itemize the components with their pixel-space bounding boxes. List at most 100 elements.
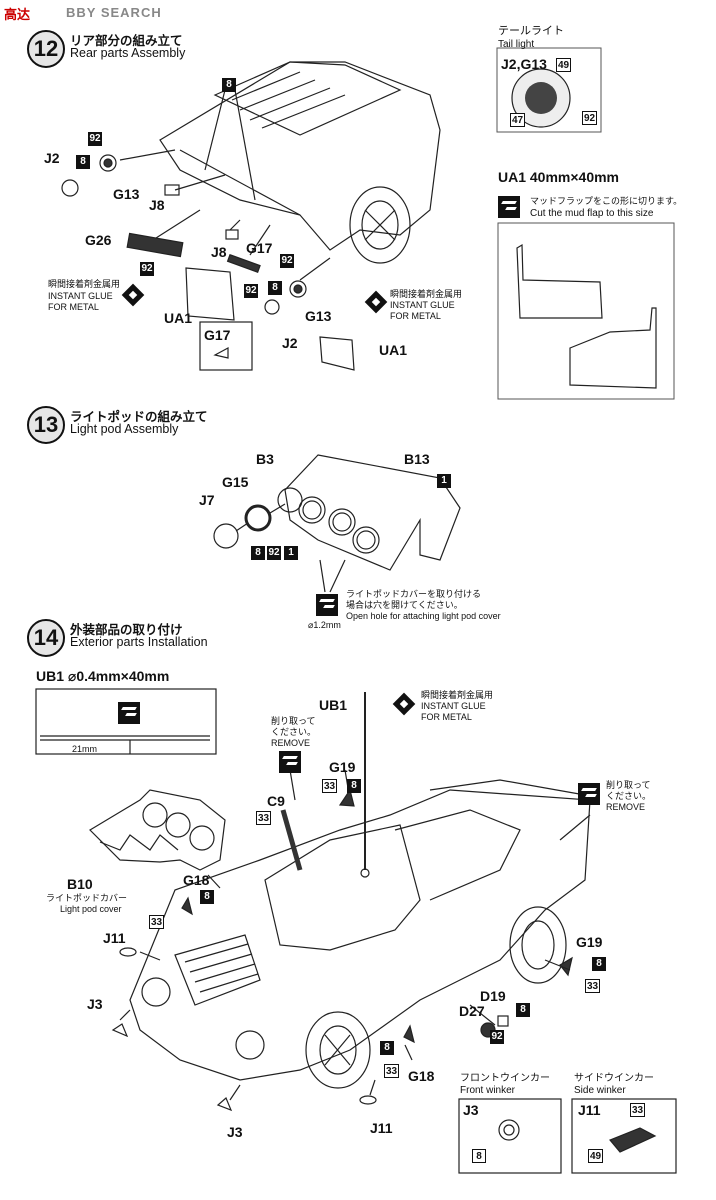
label-j8-b: J8	[211, 244, 227, 260]
paint-8-g19-b: 8	[592, 957, 606, 971]
drill-icon	[316, 594, 338, 616]
step-13-number: 13	[27, 406, 65, 444]
part-j3-a	[111, 1023, 129, 1038]
ua1-note-jp: マッドフラップをこの形に切ります。	[530, 196, 683, 206]
paint-33-g19-a: 33	[322, 779, 338, 793]
headlight-left	[141, 977, 171, 1007]
site-logo: 高达	[4, 7, 31, 22]
side-winker-en: Side winker	[574, 1085, 626, 1096]
tail-light-j2-a	[99, 154, 117, 172]
label-g18-b: G18	[408, 1068, 435, 1084]
remove-note-a-jp1: 削り取って	[271, 716, 316, 726]
remove-note-a-jp2: ください。	[271, 727, 317, 737]
part-j3-b	[216, 1096, 233, 1112]
tail-light-title-en: Tail light	[498, 39, 535, 50]
knife-icon-ua1	[498, 196, 520, 218]
part-g15-ring	[244, 504, 272, 532]
b10-jp: ライトポッドカバー	[46, 893, 128, 903]
remove-note-b-jp2: ください。	[606, 791, 652, 801]
lens-j2-a	[61, 179, 79, 197]
mud-flap-template-1	[516, 243, 603, 319]
label-g19-b: G19	[576, 934, 603, 950]
step-12-title-en: Rear parts Assembly	[70, 46, 186, 60]
label-ua1-b: UA1	[379, 342, 408, 358]
knife-icon-ub1	[118, 702, 140, 724]
tail-light-title-jp: テールライト	[498, 25, 564, 37]
tail-paint-92: 92	[582, 111, 598, 125]
side-winker-paint-33: 33	[630, 1103, 646, 1117]
paint-8-c: 8	[251, 546, 265, 560]
paint-1-a: 1	[437, 474, 451, 488]
mud-flap-right	[319, 336, 355, 371]
ub1-title: UB1 ⌀0.4mm×40mm	[36, 668, 170, 684]
ua1-box	[497, 222, 675, 400]
side-winker-part: J11	[578, 1102, 601, 1118]
glue-note-c-en2: FOR METAL	[421, 712, 472, 722]
front-winker-paint: 8	[472, 1149, 486, 1163]
light-pod-note-en: Open hole for attaching light pod cover	[346, 611, 501, 621]
headlight-right	[235, 1030, 265, 1060]
side-winker-box	[571, 1098, 677, 1174]
label-g13-a: G13	[113, 186, 140, 202]
front-winker-box	[458, 1098, 562, 1174]
paint-1-b: 1	[284, 546, 298, 560]
part-b3-ring	[277, 487, 303, 513]
paint-8-g18-b: 8	[380, 1041, 394, 1055]
label-j7: J7	[199, 492, 215, 508]
main-car-body	[129, 789, 591, 1081]
glue-note-c-jp: 瞬間接着剤金属用	[421, 690, 494, 700]
paint-92-c: 92	[244, 284, 258, 298]
label-j11-a: J11	[103, 930, 126, 946]
b10-en: Light pod cover	[60, 904, 122, 914]
label-b10: B10	[67, 876, 93, 892]
paint-33-g19-b: 33	[585, 979, 601, 993]
label-ua1-a: UA1	[164, 310, 193, 326]
paint-8-b: 8	[268, 281, 282, 295]
part-j7-lens	[213, 523, 239, 549]
knife-icon-remove-b	[578, 783, 600, 805]
mud-flap-left	[185, 267, 235, 321]
label-j3-b: J3	[227, 1124, 243, 1140]
site-name: BBY SEARCH	[66, 5, 162, 20]
light-3	[352, 526, 380, 554]
remove-note-a-en: REMOVE	[271, 738, 311, 748]
part-g18-a	[181, 896, 193, 916]
side-winker-paint-49: 49	[588, 1149, 604, 1163]
step-14-title-jp: 外装部品の取り付け	[70, 623, 183, 637]
light-pod-note-jp1: ライトポッドカバーを取り付ける	[346, 589, 482, 599]
glue-note-c-en1: INSTANT GLUE	[421, 701, 486, 711]
step-14-title-en: Exterior parts Installation	[70, 635, 208, 649]
ub1-length: 21mm	[72, 744, 98, 754]
paint-92-e: 92	[267, 546, 281, 560]
part-j8-a	[164, 184, 180, 196]
remove-note-b-jp1: 削り取って	[606, 780, 651, 790]
step-12-number: 12	[27, 30, 65, 68]
part-j8-b	[225, 229, 239, 240]
light-pod-cover-b10	[89, 789, 226, 871]
glue-note-b-jp: 瞬間接着剤金属用	[390, 289, 463, 299]
label-g15: G15	[222, 474, 249, 490]
label-j2-a: J2	[44, 150, 60, 166]
paint-92-a: 92	[88, 132, 102, 146]
part-c9	[280, 809, 303, 871]
paint-33-g18-b: 33	[384, 1064, 400, 1078]
ua1-note-en: Cut the mud flap to this size	[530, 208, 654, 219]
label-j2-b: J2	[282, 335, 298, 351]
front-winker-part: J3	[463, 1102, 479, 1118]
label-g17-box: G17	[204, 327, 231, 343]
paint-92-b: 92	[140, 262, 154, 276]
label-j8-a: J8	[149, 197, 165, 213]
remove-note-b-en: REMOVE	[606, 802, 646, 812]
paint-92-d27: 92	[490, 1030, 504, 1044]
rear-wheel-main	[509, 906, 567, 984]
tail-light-parts: J2,G13	[501, 56, 547, 72]
light-pod-cover	[284, 454, 461, 571]
side-winker-jp: サイドウインカー	[574, 1073, 654, 1084]
g17-detail-box	[199, 321, 253, 371]
light-pod-note-jp2: 場合は穴を開けてください。	[346, 600, 463, 610]
paint-8-g18-a: 8	[200, 890, 214, 904]
label-g13-b: G13	[305, 308, 332, 324]
front-winker-en: Front winker	[460, 1085, 516, 1096]
label-g18-a: G18	[183, 872, 210, 888]
